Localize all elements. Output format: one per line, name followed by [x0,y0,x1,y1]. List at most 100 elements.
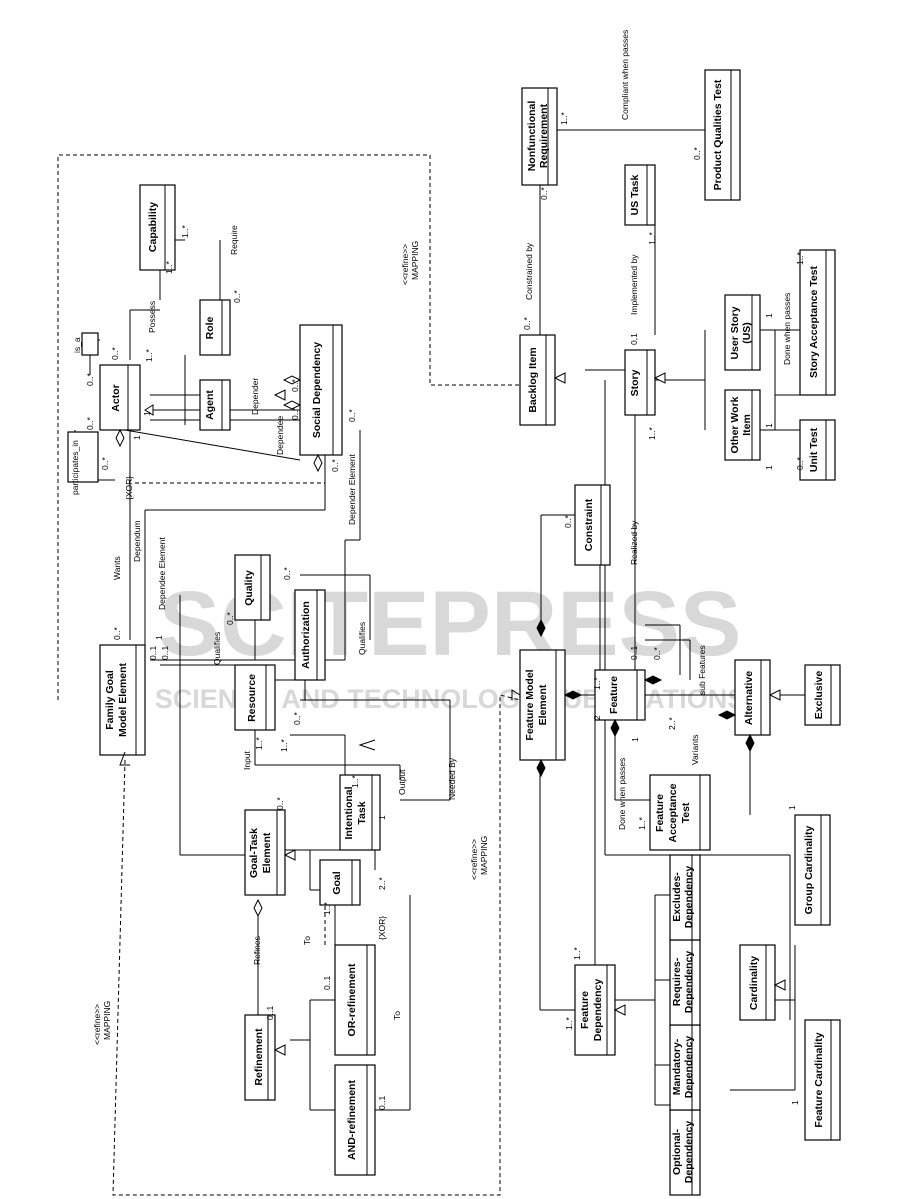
class-excludes-dependency[interactable]: Excludes- Dependency [669,854,701,941]
feature-acceptance-line3: Test [680,802,692,823]
class-product-qualities[interactable]: Product Qualities Test [704,69,741,201]
mult-l-18: 0..* [225,612,235,625]
mandatory-dependency-line1: Mandatory- [671,1038,683,1095]
class-and-refinement[interactable]: AND-refinement [334,1064,376,1176]
class-cardinality[interactable]: Cardinality [739,944,776,1021]
label-require: Require [229,225,239,255]
other-work-item-line1: Other Work [729,396,741,453]
label-depender-element: Depender Element [347,453,357,525]
class-feature-cardinality[interactable]: Feature Cardinality [804,1019,841,1141]
story-label: Story [629,369,641,396]
class-story-acceptance[interactable]: Story Acceptance Test [799,249,836,396]
class-feature-acceptance[interactable]: Feature Acceptance Test [649,774,711,851]
class-alternative[interactable]: Alternative [734,659,771,736]
class-agent[interactable]: Agent [199,379,231,431]
capability-label: Capability [147,202,159,252]
class-quality[interactable]: Quality [234,554,271,621]
mult-l-16: 0..1 [160,646,170,660]
generalization-arrow-resource [273,389,286,401]
mult-r-14: 1..* [592,677,602,690]
class-family-goal[interactable]: Family Goal Model Element [99,644,146,756]
class-requires-dependency[interactable]: Requires- Dependency [669,939,701,1026]
mult-r-16: 2..* [667,717,677,730]
other-work-item-line2: Item [741,414,753,436]
class-resource[interactable]: Resource [234,664,276,731]
aggregation-diamond-social [313,453,323,473]
aggregation-diamond-refines [253,898,263,918]
class-feature[interactable]: Feature [594,669,646,721]
us-task-label: US Task [629,175,641,216]
label-to-2: To [392,1011,402,1020]
label-implemented-by: Implemented by [629,254,639,315]
label-refines: Refines [252,936,262,965]
feature-acceptance-line1: Feature [654,794,666,832]
feature-cardinality-label: Feature Cardinality [813,1032,825,1127]
intentional-task-line2: Task [356,801,368,824]
composition-diamond-variants [717,710,737,720]
mult-r-23: 1 [790,1100,800,1105]
class-backlog-item[interactable]: Backlog Item [519,334,556,426]
label-output: Output [397,769,407,795]
generalization-arrow-alternative [768,689,781,701]
class-or-refinement[interactable]: OR-refinement [334,944,376,1056]
mult-l-6: 1..* [180,225,190,238]
class-user-story[interactable]: User Story (US) [724,294,761,371]
class-refinement[interactable]: Refinement [244,1014,276,1101]
class-group-cardinality[interactable]: Group Cardinality [794,814,831,926]
mult-l-11: 0..* [290,407,300,420]
generalization-arrow-cardinality [773,979,786,991]
mult-l-28: 2..* [377,877,387,890]
agent-label: Agent [204,390,216,420]
generalization-arrow-feature-dependency [613,1004,626,1016]
class-goal[interactable]: Goal [319,859,361,906]
optional-dependency-line2: Dependency [683,1121,695,1184]
mult-r-18: 2 [592,715,602,720]
class-goal-task[interactable]: Goal-Task Element [244,809,286,896]
aggregation-diamond-dependee [282,400,302,410]
mult-r-1: 0..* [692,147,702,160]
mult-r-4: 1..* [647,232,657,245]
mult-r-21: 1..* [564,1017,574,1030]
mult-l-17: 1 [154,635,164,640]
user-story-line2: (US) [741,322,753,344]
nonfunctional-line1: Nonfunctional [526,101,538,172]
mapping-line-top [57,154,520,700]
label-realized-by: Realized by [629,520,639,565]
mapping-frames [57,154,521,1196]
class-feature-dependency[interactable]: Feature Dependency [574,964,616,1056]
class-us-task[interactable]: US Task [624,164,656,226]
excludes-dependency-line1: Excludes- [671,872,683,922]
class-nonfunctional[interactable]: Nonfunctional Requirement [521,87,558,186]
class-exclusive[interactable]: Exclusive [804,664,841,726]
class-social-dependency[interactable]: Social Dependency [299,324,343,456]
mult-l-20: 1..* [254,737,264,750]
feature-dependency-line2: Dependency [592,979,604,1042]
arrow-mapping-left [119,751,130,766]
mult-l-23: 0..* [292,712,302,725]
label-to-1: To [302,936,312,945]
composition-diamond-acceptance [610,718,620,738]
social-dependency-label: Social Dependency [311,342,323,438]
class-other-work-item[interactable]: Other Work Item [724,389,761,461]
class-story[interactable]: Story [624,349,656,416]
class-capability[interactable]: Capability [139,184,176,271]
class-role[interactable]: Role [199,299,231,356]
composition-diamond-feature [563,690,583,700]
class-unit-test[interactable]: Unit Test [799,419,836,481]
right-labels: Compliant when passes Constrained by Imp… [524,30,792,830]
class-feature-model-element[interactable]: Feature Model Element [519,649,566,761]
group-cardinality-label: Group Cardinality [803,826,815,915]
mult-r-20: 1 [787,805,797,810]
class-intentional-task[interactable]: Intentional Task [339,774,381,851]
label-compliant: Compliant when passes [620,30,630,120]
class-optional-dependency[interactable]: Optional- Dependency [669,1109,701,1196]
authorization-label: Authorization [300,601,312,669]
class-authorization[interactable]: Authorization [294,589,326,681]
mult-l-22: 1..* [350,775,360,788]
mult-l-24: 0..* [275,797,285,810]
class-mandatory-dependency[interactable]: Mandatory- Dependency [669,1024,701,1111]
label-mapping-top-1: <<refine>> [400,244,410,285]
class-constraint[interactable]: Constraint [574,484,611,566]
class-actor[interactable]: Actor [99,364,141,431]
